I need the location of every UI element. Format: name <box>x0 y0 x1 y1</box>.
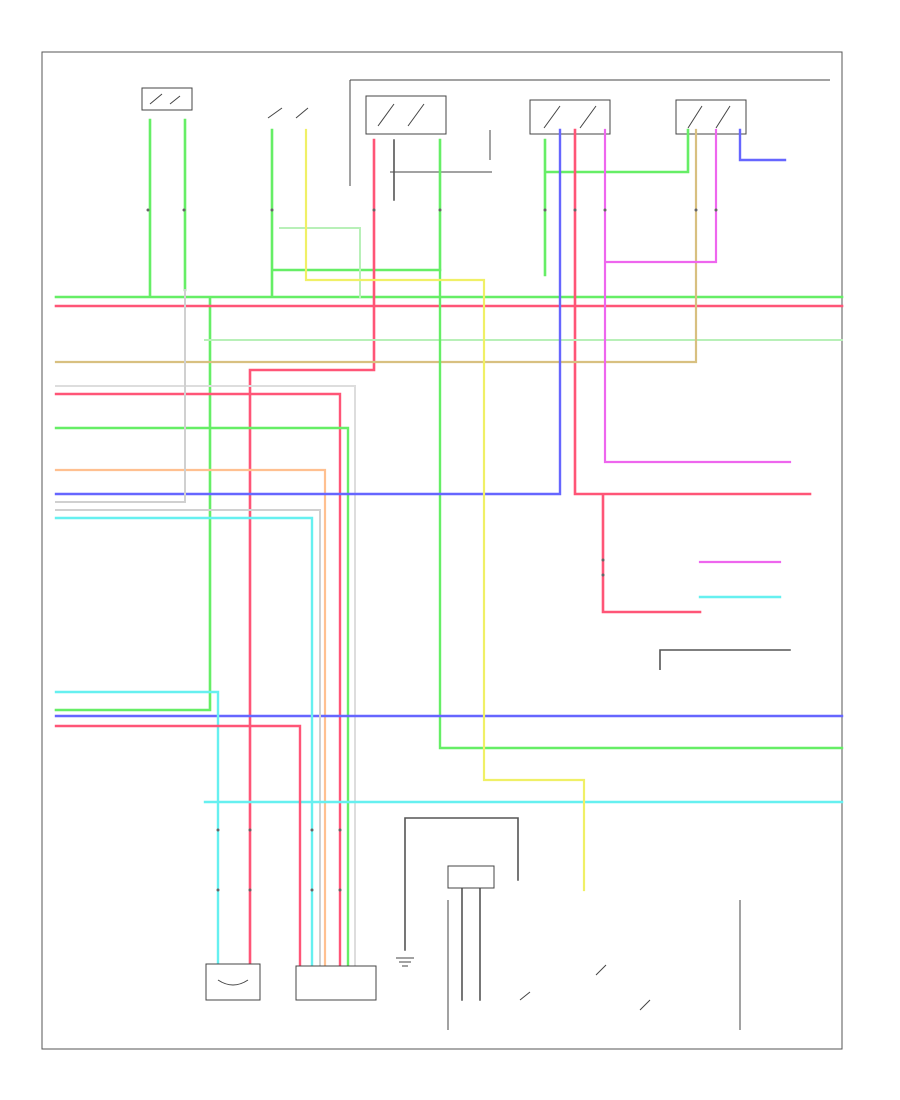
wire-magenta <box>603 128 792 564</box>
wire-green-2 <box>54 268 844 977</box>
wire-gray <box>55 385 356 971</box>
relay-box-1 <box>365 95 447 135</box>
connector-icon <box>217 979 249 986</box>
switch-contact-icon <box>267 107 309 119</box>
wire-yellow <box>304 128 586 892</box>
wire-light-green <box>204 227 843 341</box>
relay-box-3 <box>675 99 747 135</box>
instrument-cluster-enclosure <box>447 900 741 1030</box>
switch-contact-icon <box>543 105 597 129</box>
relay-box-2 <box>529 99 611 135</box>
diagram-frame <box>41 51 843 1050</box>
top-components <box>141 79 830 186</box>
wire-orange <box>54 468 327 977</box>
switch-contact-icon <box>519 964 651 1011</box>
module-box <box>295 965 377 1001</box>
wire-dark <box>393 139 791 1001</box>
wire-red-2 <box>54 392 342 977</box>
wire-red-bus <box>54 128 844 977</box>
switch-contact-icon <box>377 103 425 127</box>
ground-symbol-icon <box>396 957 414 967</box>
sensor-box <box>205 963 261 1001</box>
relay-enclosure <box>349 79 500 186</box>
wire-green-bus <box>54 118 844 712</box>
component-box-left <box>141 87 193 111</box>
connector-points <box>146 208 718 892</box>
wire-gray-2 <box>55 289 321 976</box>
bottom-components <box>205 865 741 1030</box>
wire-blue <box>54 128 844 718</box>
switch-contact-icon <box>687 105 731 129</box>
cluster-component <box>447 865 495 889</box>
wire-red-3 <box>54 724 302 977</box>
wires <box>54 118 844 1001</box>
wire-cyan <box>54 516 844 977</box>
wire-tan <box>54 128 698 364</box>
switch-contact-icon <box>149 93 181 105</box>
